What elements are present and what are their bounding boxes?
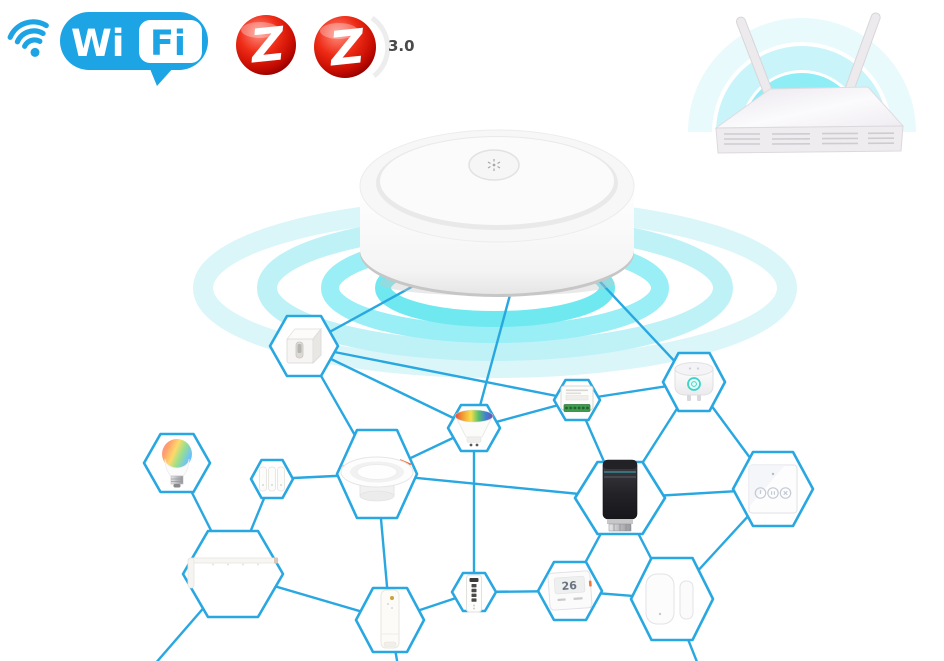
radiator-valve-icon <box>602 459 638 532</box>
router-illustration <box>688 12 916 154</box>
router-body <box>714 86 905 154</box>
hex-node-recessed-downlight <box>335 428 419 520</box>
wifi-badge: Wi Fi <box>60 12 208 86</box>
wifi-badge-fi: Fi <box>150 24 186 64</box>
zigbee-logo-2: Z 3.0 <box>314 15 415 78</box>
curtain-rail-icon <box>187 557 279 589</box>
gateway-device <box>359 129 635 297</box>
zigbee-z-letter: Z <box>325 19 368 78</box>
hex-node-smart-plug <box>661 351 727 413</box>
wifi-badge-wi: Wi <box>71 22 125 65</box>
temperature-humidity-sensor-icon: 26 <box>547 570 593 611</box>
hex-node-curtain-motor <box>354 586 426 654</box>
cube-touch-bot-icon <box>285 327 323 365</box>
smart-plug-icon <box>674 362 714 401</box>
zigbee-logo-1: Z <box>236 15 296 75</box>
gateway-pair-button[interactable] <box>468 149 520 181</box>
hex-node-curtain-rail <box>181 529 285 619</box>
hex-node-cube-touch-bot <box>268 314 340 378</box>
zigbee-version-label: 3.0 <box>388 37 415 55</box>
wall-touch-switch-icon <box>748 464 798 514</box>
hex-node-remote-control <box>450 571 498 613</box>
hex-node-slim-switch-trio <box>249 458 295 500</box>
hex-node-wall-touch-switch <box>731 450 815 528</box>
door-window-sensor-icon <box>645 573 694 625</box>
wifi-signal-icon <box>7 19 49 57</box>
remote-control-icon <box>466 574 482 613</box>
hex-node-temperature-humidity-sensor: 26 <box>536 560 604 622</box>
hex-node-rgb-light-bulb <box>142 432 212 494</box>
zigbee-z-letter: Z <box>246 16 288 74</box>
hex-node-relay-switch-module <box>552 378 602 422</box>
gu10-rgb-spotlight-icon <box>454 409 494 447</box>
slim-switch-trio-icon <box>259 466 285 492</box>
thermo-display-value: 26 <box>561 579 578 593</box>
curtain-motor-icon <box>380 589 400 649</box>
rgb-light-bulb-icon <box>162 439 192 488</box>
hex-node-gu10-rgb-spotlight <box>446 403 502 453</box>
pair-button-icon <box>487 159 501 171</box>
hex-node-door-window-sensor <box>629 556 715 642</box>
recessed-downlight-icon <box>340 456 414 502</box>
relay-switch-module-icon <box>560 385 594 412</box>
hex-node-radiator-valve <box>573 459 667 536</box>
